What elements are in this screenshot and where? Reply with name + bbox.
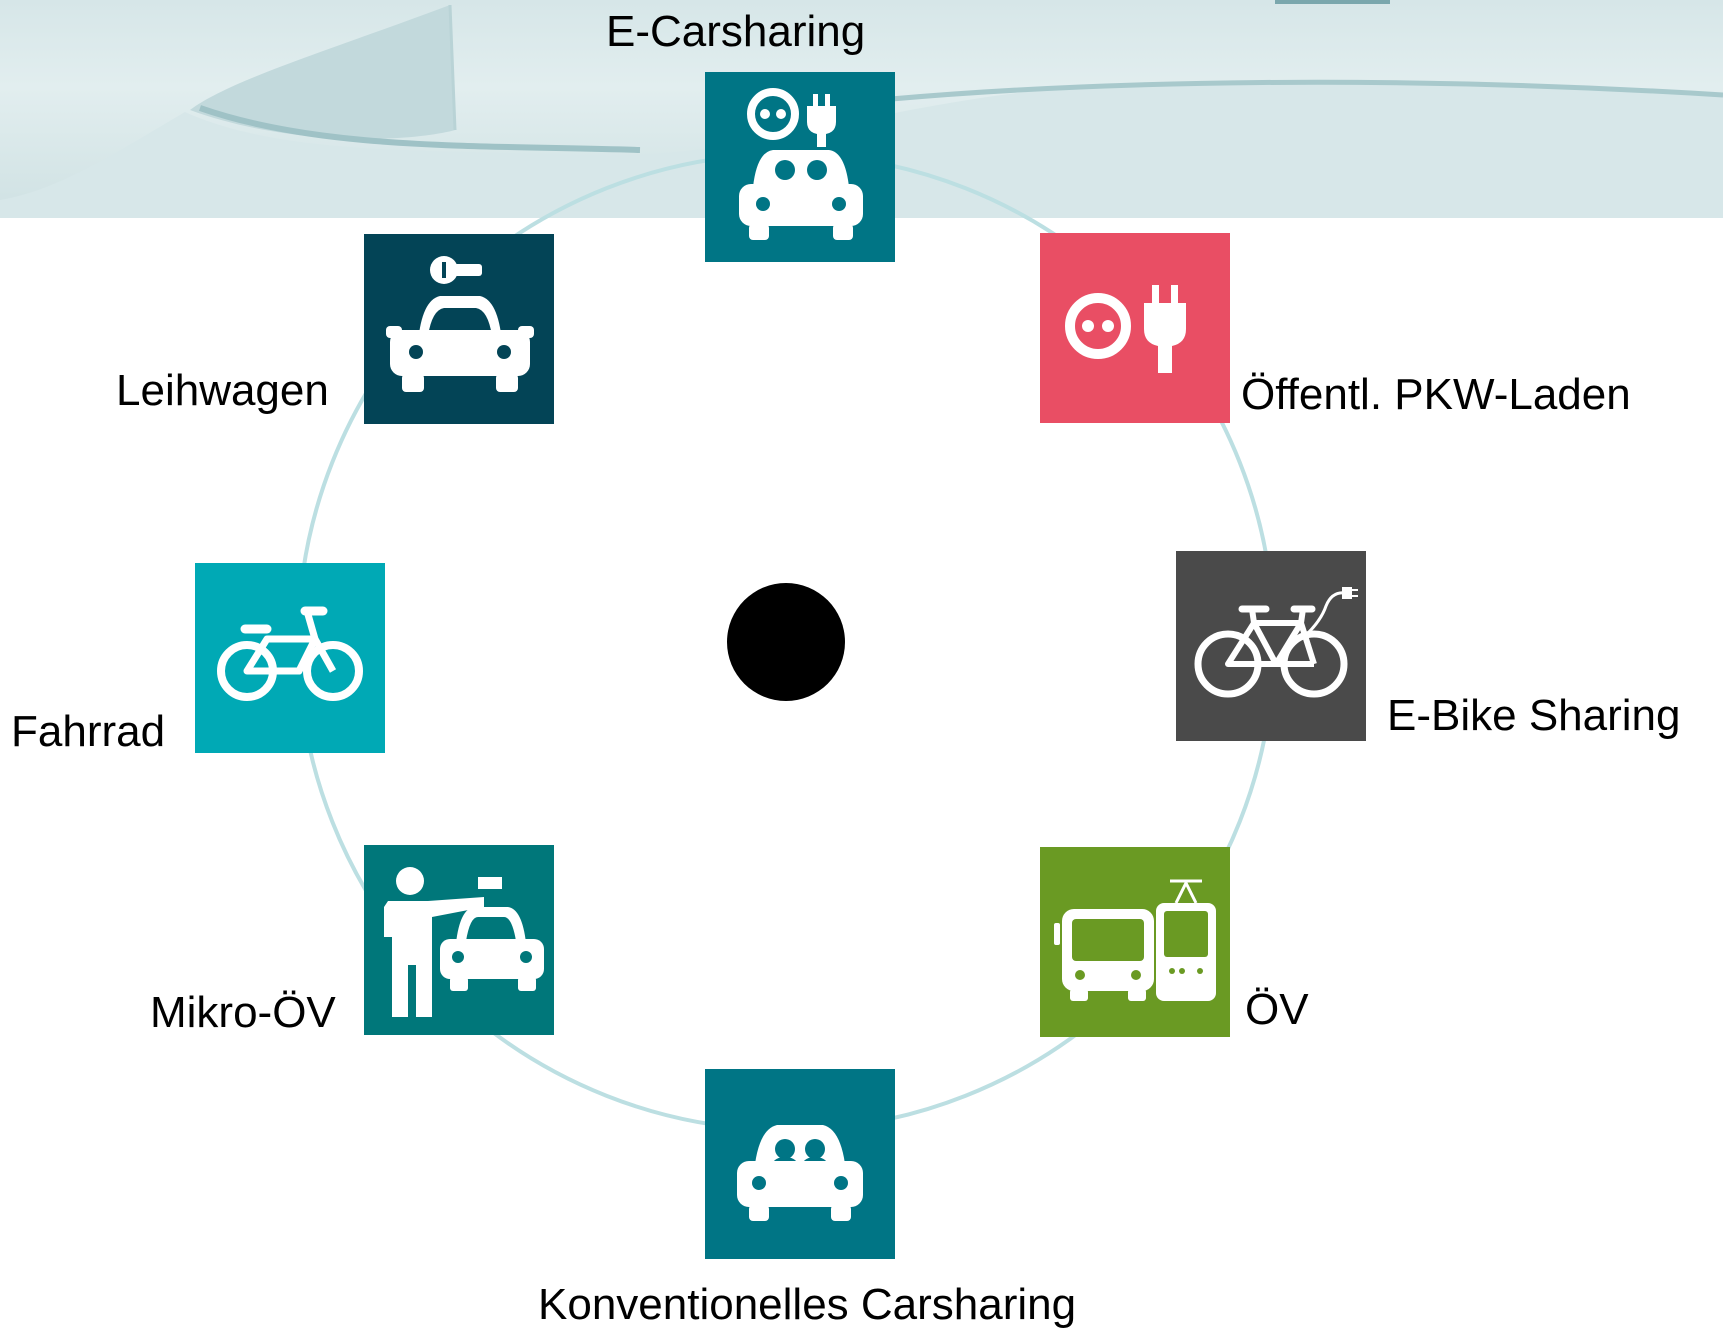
label-oeffentl-pkw-laden: Öffentl. PKW-Laden xyxy=(1241,370,1631,419)
tile-e-bike-sharing xyxy=(1176,551,1366,741)
car-charging-icon xyxy=(739,88,863,240)
tile-oeffentl-pkw-laden xyxy=(1040,233,1230,423)
person-taxi-icon xyxy=(384,867,544,1017)
center-hub xyxy=(727,583,845,701)
label-fahrrad: Fahrrad xyxy=(11,707,166,756)
shared-car-icon xyxy=(737,1125,863,1221)
tile-oev xyxy=(1040,847,1230,1037)
rental-car-key-icon xyxy=(386,256,534,392)
bus-tram-icon xyxy=(1054,879,1216,1001)
label-e-carsharing: E-Carsharing xyxy=(606,7,866,56)
label-leihwagen: Leihwagen xyxy=(116,366,329,415)
tile-e-carsharing xyxy=(705,72,895,262)
tile-leihwagen xyxy=(364,234,554,424)
e-bike-icon xyxy=(1194,587,1358,698)
tile-mikro-oev xyxy=(364,845,554,1035)
bicycle-icon xyxy=(217,606,363,701)
socket-plug-icon xyxy=(1065,285,1186,373)
label-mikro-oev: Mikro-ÖV xyxy=(150,988,336,1037)
tile-fahrrad xyxy=(195,563,385,753)
label-konventionelles-carsharing: Konventionelles Carsharing xyxy=(538,1280,1077,1329)
tile-konventionelles-carsharing xyxy=(705,1069,895,1259)
label-oev: ÖV xyxy=(1245,985,1309,1034)
label-e-bike-sharing: E-Bike Sharing xyxy=(1387,691,1681,740)
